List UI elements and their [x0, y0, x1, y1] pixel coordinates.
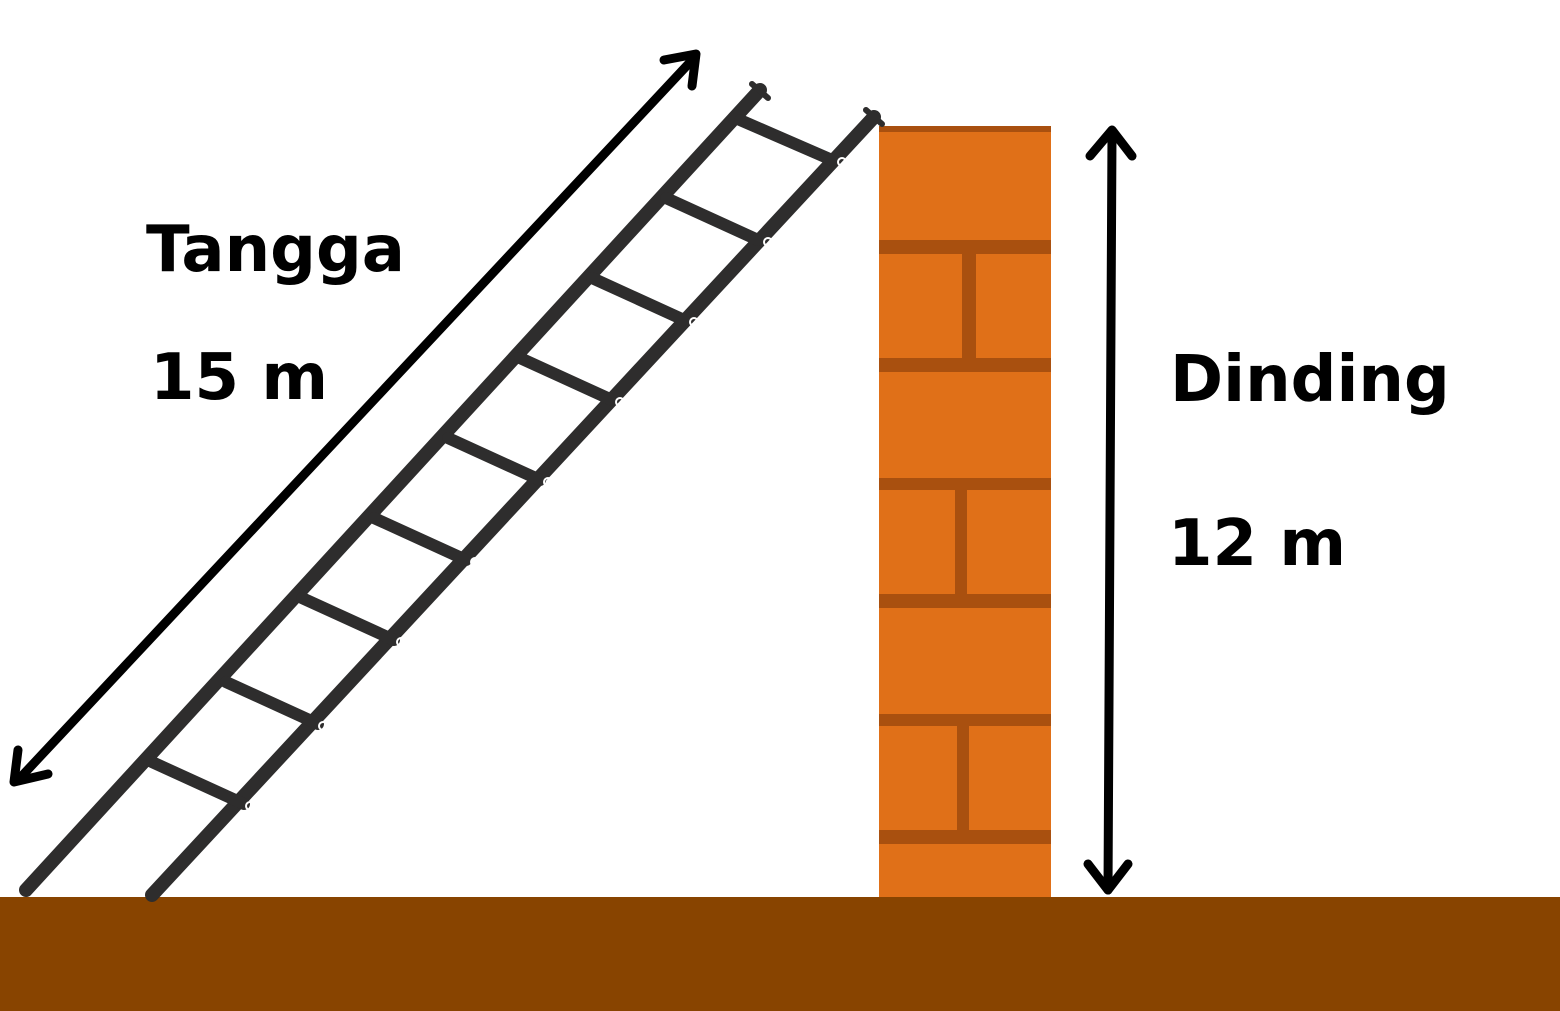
- ladder-left-rail: [19, 83, 767, 897]
- ladder-bolts: [245, 157, 847, 811]
- arrowhead-bottom: [1083, 859, 1133, 895]
- ladder-rail-cap: [863, 107, 885, 127]
- ladder-length-arrow: [9, 49, 701, 787]
- wall-height-arrow: [1083, 125, 1137, 895]
- ladder-right-rail: [145, 110, 881, 902]
- ladder: [19, 81, 885, 902]
- arrowhead-top: [659, 49, 701, 91]
- ground: [0, 897, 1560, 1011]
- ladder-rungs: [146, 114, 838, 810]
- arrowhead-bottom: [9, 745, 53, 787]
- wall-height-value: 12 m: [1168, 507, 1347, 581]
- brick-wall: [879, 126, 1051, 897]
- ladder-length-value: 15 m: [150, 341, 329, 415]
- ladder-label: Tangga: [146, 213, 405, 287]
- arrowhead-top: [1085, 125, 1137, 161]
- wall-label: Dinding: [1170, 343, 1450, 417]
- ladder-rail-cap: [749, 81, 771, 101]
